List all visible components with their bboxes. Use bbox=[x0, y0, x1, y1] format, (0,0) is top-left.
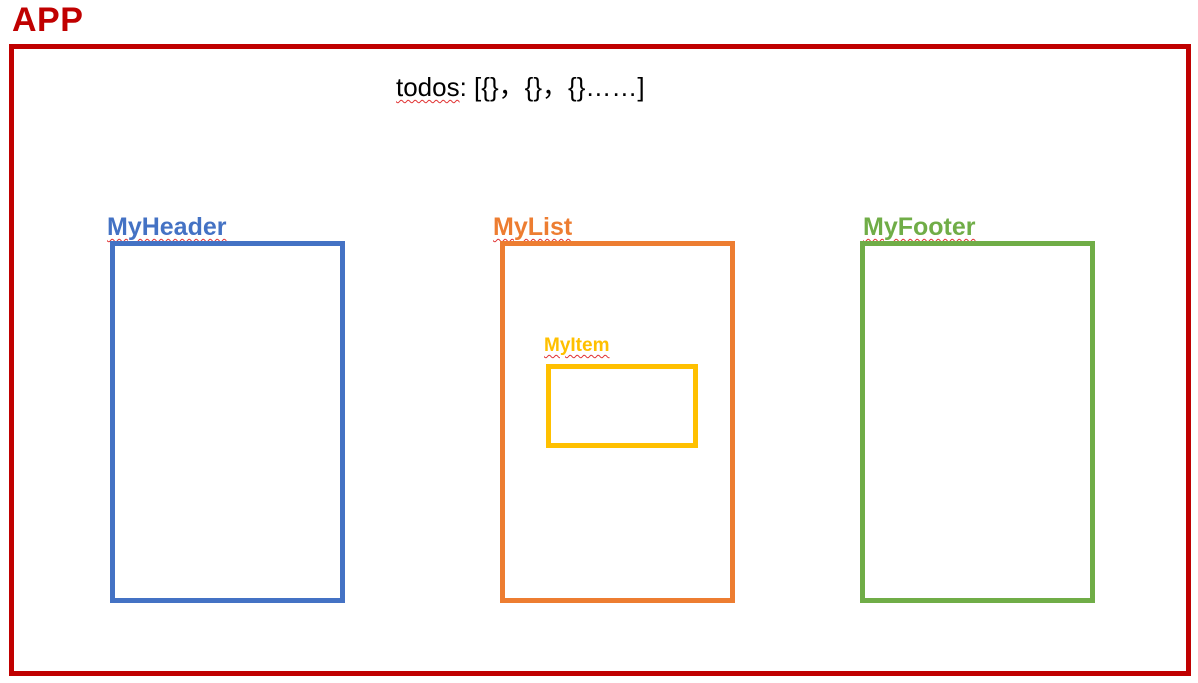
myheader-label: MyHeader bbox=[107, 213, 227, 241]
mylist-box bbox=[500, 241, 735, 603]
myitem-box bbox=[546, 364, 698, 448]
myitem-label: MyItem bbox=[544, 335, 610, 356]
mylist-label: MyList bbox=[493, 213, 573, 241]
app-container-box bbox=[9, 44, 1191, 676]
myfooter-label: MyFooter bbox=[863, 213, 976, 241]
app-title: APP bbox=[12, 1, 84, 39]
todos-state-text: todos: [{}，{}，{}……] bbox=[396, 70, 645, 104]
todos-key: todos bbox=[396, 72, 460, 102]
myheader-box bbox=[110, 241, 345, 603]
todos-value: : [{}，{}，{}……] bbox=[459, 72, 645, 102]
myfooter-box bbox=[860, 241, 1095, 603]
